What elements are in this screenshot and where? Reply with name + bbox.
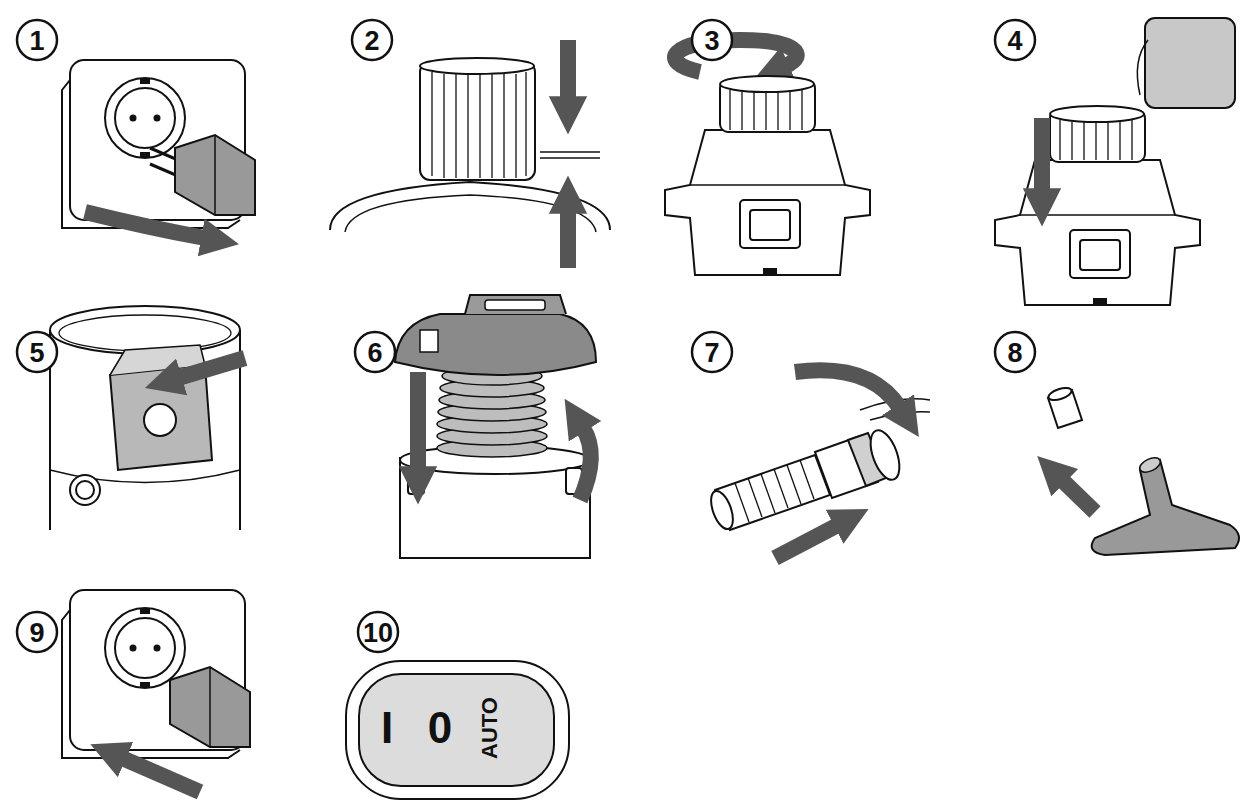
step-circle: 6 [353, 330, 397, 374]
earth-clip [140, 78, 150, 84]
handle [465, 295, 566, 314]
switch-label: 0 [428, 706, 452, 750]
direction-arrow [1034, 118, 1050, 192]
filter-check [330, 40, 610, 268]
filter-folds [437, 367, 547, 457]
step-number: 9 [29, 620, 44, 647]
plug-edge [214, 135, 216, 215]
container-rim [345, 195, 596, 232]
fit-filter-cover [995, 18, 1235, 305]
step-circle: 8 [993, 330, 1037, 374]
direction-arrow [560, 210, 576, 268]
direction-arrow [410, 372, 426, 470]
step-circle: 5 [15, 330, 59, 374]
circle-outline [358, 612, 398, 652]
step-circle: 10 [356, 610, 400, 654]
inlet-port [70, 475, 100, 505]
filter-top [420, 58, 534, 74]
direction-arrow [560, 40, 576, 100]
insert-dust-bag [50, 306, 245, 530]
step-number: 4 [1007, 28, 1022, 55]
rotate-arrow [795, 370, 900, 408]
direction-arrow [1062, 480, 1095, 512]
switch-outline [345, 660, 570, 800]
motor-unit [665, 76, 870, 275]
plug [175, 135, 255, 215]
attach-hose [707, 370, 930, 558]
switch-rocker [359, 674, 554, 786]
circle-outline [352, 20, 392, 60]
switch-label: AUTO [479, 697, 501, 759]
plug-pin [150, 164, 178, 176]
step-circle: 3 [690, 18, 734, 62]
filter-bag [1145, 18, 1235, 108]
step-circle: 9 [15, 610, 59, 654]
step-number: 8 [1007, 340, 1022, 367]
step-number: 3 [704, 28, 719, 55]
plug-pin [150, 148, 178, 160]
socket-face [115, 88, 175, 148]
inlet [865, 426, 905, 483]
rocker-switch: I0 AUTO [345, 660, 570, 800]
circle-outline [355, 332, 395, 372]
direction-arrow [775, 525, 838, 558]
step-circle: 2 [350, 18, 394, 62]
circle-outline [995, 20, 1035, 60]
gap-line [540, 151, 600, 153]
direction-arrow [178, 358, 245, 378]
motor-unit [995, 106, 1200, 305]
socket-hole [130, 115, 137, 122]
circle-outline [692, 20, 732, 60]
filter-cartridge [420, 62, 535, 180]
nozzle [1092, 460, 1239, 555]
fit-nozzle [1047, 386, 1239, 555]
unscrew-filter [665, 40, 870, 275]
circle-outline [692, 332, 732, 372]
switch-bezel [346, 661, 569, 799]
hose-ribs [735, 460, 814, 522]
socket-ring [105, 78, 185, 158]
step-number: 2 [364, 28, 379, 55]
socket-hole [154, 115, 161, 122]
direction-arrow [580, 428, 591, 500]
bag-inlet [144, 404, 176, 436]
circle-outline [17, 332, 57, 372]
latch [408, 468, 424, 494]
switch-label: I [381, 706, 393, 750]
step-number: 6 [367, 340, 382, 367]
fit-motor-head [395, 295, 596, 558]
earth-clip [140, 152, 150, 158]
filter-ribs [432, 72, 526, 178]
socket-plug-in [62, 590, 250, 758]
direction-arrow [122, 758, 200, 792]
step-number: 10 [363, 620, 393, 647]
step-circle: 4 [993, 18, 1037, 62]
circle-outline [17, 612, 57, 652]
direction-arrow [85, 212, 205, 238]
switch-symbol [420, 330, 438, 352]
circle-outline [995, 332, 1035, 372]
motor-head [395, 314, 596, 375]
container-rim [50, 306, 240, 354]
gap-line [540, 157, 600, 159]
step-number: 1 [29, 28, 44, 55]
step-circle: 7 [690, 330, 734, 374]
step-number: 5 [29, 340, 44, 367]
step-circle: 1 [15, 18, 59, 62]
socket-unplug [62, 60, 255, 238]
step-number: 7 [704, 340, 719, 367]
bag-seam [1137, 40, 1148, 95]
circle-outline [17, 20, 57, 60]
